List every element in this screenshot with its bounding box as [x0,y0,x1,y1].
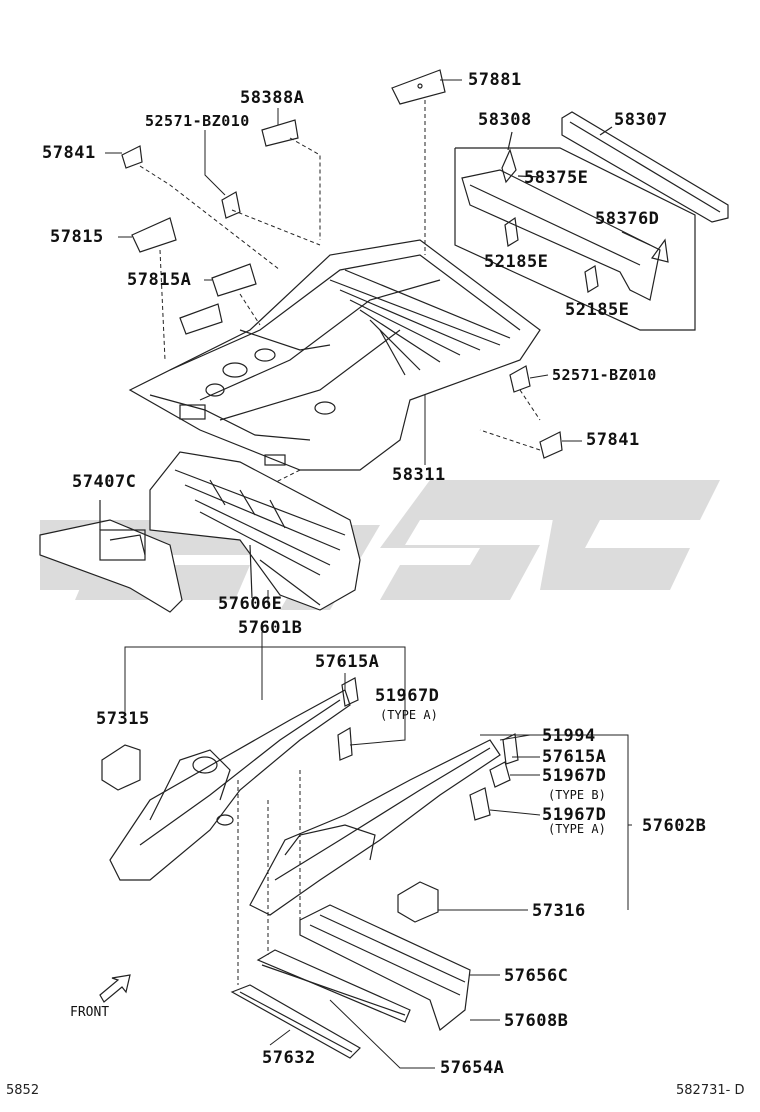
label-57316: 57316 [532,901,586,921]
label-58307: 58307 [614,110,668,130]
group-58308 [454,131,696,331]
label-58375E: 58375E [524,168,589,188]
bracket-52571a [221,191,241,219]
label-51967D-c: 51967D [542,805,607,825]
footer-right-code: 582731- D [676,1083,745,1098]
label-57606E: 57606E [218,594,283,614]
floor-pan-58311 [128,239,541,471]
clip-57615Aa [337,677,359,761]
crossmember-57407C [39,500,183,613]
label-57315: 57315 [96,709,150,729]
tunnel-57606E [149,451,361,611]
label-57881: 57881 [468,70,522,90]
label-type-a-2: (TYPE A) [548,822,606,836]
label-57841-a: 57841 [42,143,96,163]
label-type-a-1: (TYPE A) [380,708,438,722]
label-57815A: 57815A [127,270,192,290]
rail-58307 [561,111,729,223]
footer-left-code: 5852 [6,1083,40,1098]
bracket-52571b [509,365,531,393]
label-57656C: 57656C [504,966,569,986]
label-57632: 57632 [262,1048,316,1068]
plate-57815A [211,263,257,297]
dashed-guides [237,770,301,985]
label-51967D-a: 51967D [375,686,440,706]
front-label: FRONT [70,1005,110,1020]
label-52571-bz010-a: 52571-BZ010 [145,112,250,130]
bracket-lines [124,632,632,1069]
label-58376D: 58376D [595,209,660,229]
label-51967D-b: 51967D [542,766,607,786]
label-58388A: 58388A [240,88,305,108]
plate-small [179,303,223,335]
label-57615A-a: 57615A [315,652,380,672]
label-52571-bz010-b: 52571-BZ010 [552,366,657,384]
label-57841-b: 57841 [586,430,640,450]
label-52185E-b: 52185E [565,300,630,320]
frame-rail-57601B [109,689,351,881]
plate-57881 [391,69,446,105]
label-57654A: 57654A [440,1058,505,1078]
label-52185E-a: 52185E [484,252,549,272]
label-57608B: 57608B [504,1011,569,1031]
label-type-b: (TYPE B) [548,788,606,802]
bracket-57315 [101,744,141,791]
clip-57841a [121,145,143,169]
frame-rail-57602B [249,733,519,916]
label-58308: 58308 [478,110,532,130]
label-51994: 51994 [542,726,596,746]
leader-lines [105,79,582,491]
plate-57815 [131,217,177,253]
front-arrow-icon [99,974,131,1003]
crossmember-57632 [230,984,361,1059]
bracket-57316 [397,881,439,923]
label-58311: 58311 [392,465,446,485]
label-57815: 57815 [50,227,104,247]
crossmember-57656C [299,904,471,1032]
clip-57841b [539,431,563,459]
crossmember-57654A [256,949,411,1023]
label-57602B: 57602B [642,816,707,836]
label-57615A-b: 57615A [542,747,607,767]
plate-58388A [261,119,299,147]
label-57601B: 57601B [238,618,303,638]
label-57407C: 57407C [72,472,137,492]
